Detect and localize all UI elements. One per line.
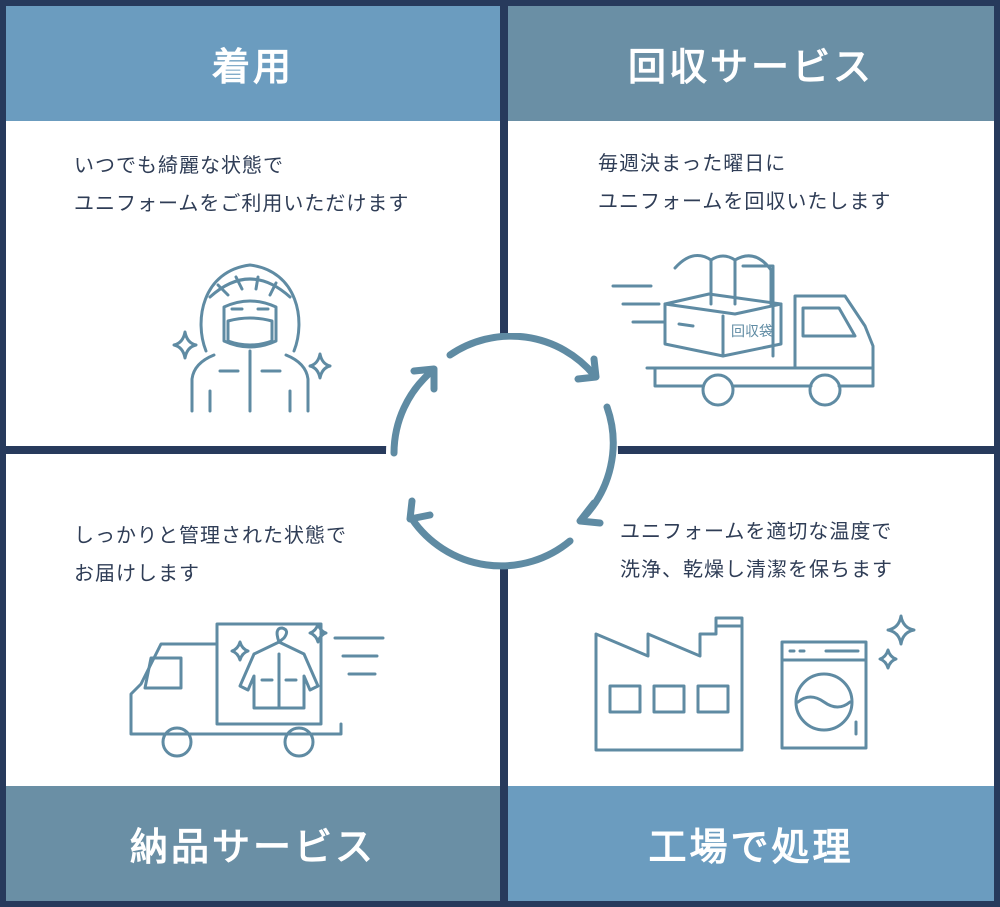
description-line: いつでも綺麗な状態で <box>74 153 284 177</box>
description-line: 毎週決まった曜日に <box>598 151 787 175</box>
truck-icon <box>129 622 385 758</box>
sparkle-icon <box>172 330 198 360</box>
sparkle-icon <box>878 648 898 670</box>
cycle-arrows-icon <box>386 332 618 570</box>
description-line: ユニフォームを回収いたします <box>598 189 892 213</box>
box-label: 回収袋 <box>731 324 773 340</box>
worker-icon <box>190 263 310 413</box>
quadrant-description-collection: 毎週決まった曜日に ユニフォームを回収いたします <box>598 144 891 220</box>
sparkle-icon <box>308 352 332 380</box>
factory-icon <box>594 616 744 752</box>
hanger-icon <box>238 626 320 710</box>
description-line: 洗浄、乾燥し清潔を保ちます <box>620 557 893 581</box>
truck-icon <box>611 264 875 407</box>
description-line: しっかりと管理された状態で <box>74 523 347 547</box>
quadrant-title-wear: 着用 <box>6 6 500 121</box>
quadrant-title-collection: 回収サービス <box>508 6 994 121</box>
quadrant-factory: ユニフォームを適切な温度で 洗浄、乾燥し清潔を保ちます 工場で処理 <box>508 454 994 901</box>
quadrant-description-delivery: しっかりと管理された状態で お届けします <box>74 516 347 592</box>
sparkle-icon <box>230 640 250 662</box>
quadrant-description-wear: いつでも綺麗な状態で ユニフォームをご利用いただけます <box>74 146 409 222</box>
sparkle-icon <box>886 614 916 646</box>
quadrant-description-factory: ユニフォームを適切な温度で 洗浄、乾燥し清潔を保ちます <box>620 512 893 588</box>
box-icon: 回収袋 <box>663 254 783 358</box>
description-line: ユニフォームを適切な温度で <box>620 519 893 543</box>
cycle-center <box>382 332 622 573</box>
description-line: お届けします <box>74 561 200 585</box>
description-line: ユニフォームをご利用いただけます <box>74 191 410 215</box>
washing-machine-icon <box>780 640 868 750</box>
quadrant-wear: 着用 いつでも綺麗な状態で ユニフォームをご利用いただけます <box>6 6 500 446</box>
quadrant-title-delivery: 納品サービス <box>6 786 500 901</box>
quadrant-title-factory: 工場で処理 <box>508 786 994 901</box>
sparkle-icon <box>308 622 328 644</box>
